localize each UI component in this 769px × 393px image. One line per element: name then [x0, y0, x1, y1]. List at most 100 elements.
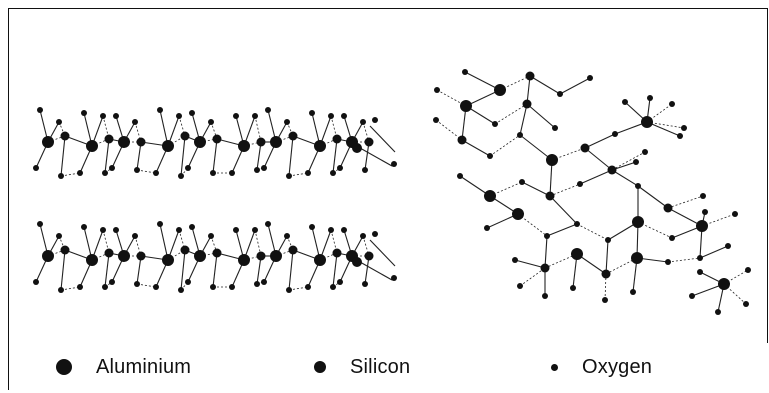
- bond: [549, 159, 553, 197]
- oxygen-atom: [372, 231, 378, 237]
- oxygen-atom: [252, 227, 258, 233]
- bond: [60, 135, 66, 177]
- oxygen-atom: [56, 233, 62, 239]
- silicon-atom: [601, 269, 611, 279]
- oxygen-atom: [210, 284, 216, 290]
- oxygen-atom: [544, 233, 550, 239]
- silicon-atom: [364, 251, 374, 261]
- bond: [514, 259, 546, 269]
- legend-aluminium: Aluminium: [56, 352, 191, 382]
- bond: [464, 71, 501, 91]
- aluminium-atom: [194, 250, 206, 262]
- oxygen-atom: [58, 173, 64, 179]
- silicon-atom: [60, 131, 70, 141]
- oxygen-atom: [330, 284, 336, 290]
- bond: [461, 139, 491, 157]
- oxygen-atom: [715, 309, 721, 315]
- oxygen-atom: [100, 113, 106, 119]
- bond: [243, 255, 262, 261]
- silicon-atom: [580, 143, 590, 153]
- silicon-atom: [607, 165, 617, 175]
- bond: [611, 169, 639, 187]
- silicon-atom: [352, 257, 362, 267]
- bond: [546, 223, 578, 237]
- aluminium-atom: [86, 254, 98, 266]
- bond: [288, 135, 294, 177]
- oxygen-atom: [642, 149, 648, 155]
- bond: [359, 261, 393, 281]
- bond: [436, 89, 467, 107]
- aluminium-atom: [494, 84, 506, 96]
- silicon-atom: [540, 263, 550, 273]
- oxygen-atom: [233, 113, 239, 119]
- oxygen-atom: [254, 167, 260, 173]
- oxygen-atom: [229, 170, 235, 176]
- silicon-atom: [522, 99, 532, 109]
- oxygen-atom: [337, 165, 343, 171]
- bond: [136, 141, 142, 171]
- bond: [584, 147, 613, 171]
- oxygen-atom: [100, 227, 106, 233]
- bond: [254, 229, 262, 257]
- bond: [104, 138, 110, 174]
- bond: [529, 75, 561, 95]
- legend-oxygen: Oxygen: [551, 352, 652, 382]
- oxygen-atom: [677, 133, 683, 139]
- oxygen-atom: [487, 153, 493, 159]
- bond: [47, 249, 66, 257]
- oxygen-atom: [153, 284, 159, 290]
- oxygen-atom: [328, 227, 334, 233]
- bond: [332, 252, 338, 288]
- bond: [199, 252, 218, 257]
- aluminium-atom: [512, 208, 524, 220]
- oxygen-atom: [725, 243, 731, 249]
- aluminium-atom: [314, 254, 326, 266]
- oxygen-atom: [309, 224, 315, 230]
- bond: [667, 257, 701, 263]
- aluminium-atom: [238, 140, 250, 152]
- oxygen-atom: [134, 167, 140, 173]
- oxygen-atom: [647, 95, 653, 101]
- oxygen-atom: [254, 281, 260, 287]
- oxygen-atom: [157, 107, 163, 113]
- bond: [210, 121, 218, 140]
- bond: [212, 138, 218, 174]
- silicon-atom: [288, 245, 298, 255]
- oxygen-atom: [113, 227, 119, 233]
- oxygen-atom: [462, 69, 468, 75]
- aluminium-atom: [238, 254, 250, 266]
- oxygen-atom: [697, 269, 703, 275]
- bond: [60, 286, 81, 291]
- oxygen-atom: [102, 170, 108, 176]
- oxygen-atom-icon: [551, 363, 558, 371]
- oxygen-atom: [697, 255, 703, 261]
- oxygen-atom: [286, 173, 292, 179]
- bond: [667, 207, 703, 227]
- oxygen-atom: [557, 91, 563, 97]
- bond: [332, 138, 338, 174]
- oxygen-atom: [132, 233, 138, 239]
- bond: [256, 255, 262, 285]
- oxygen-atom: [360, 233, 366, 239]
- bond: [369, 239, 396, 267]
- oxygen-atom: [132, 119, 138, 125]
- bond: [47, 135, 66, 143]
- oxygen-atom: [633, 159, 639, 165]
- aluminium-atom: [460, 100, 472, 112]
- silicon-atom: [364, 137, 374, 147]
- silicon-atom: [525, 71, 535, 81]
- bond: [136, 169, 157, 174]
- oxygen-atom: [77, 170, 83, 176]
- oxygen-atom: [622, 99, 628, 105]
- bond: [288, 172, 309, 177]
- bond: [576, 223, 609, 241]
- oxygen-atom: [552, 125, 558, 131]
- oxygen-atom: [233, 227, 239, 233]
- silicon-atom: [332, 134, 342, 144]
- aluminium-atom: [42, 250, 54, 262]
- silicon-atom: [212, 248, 222, 258]
- oxygen-atom: [745, 267, 751, 273]
- oxygen-atom: [189, 110, 195, 116]
- aluminium-atom: [86, 140, 98, 152]
- aluminium-atom: [546, 154, 558, 166]
